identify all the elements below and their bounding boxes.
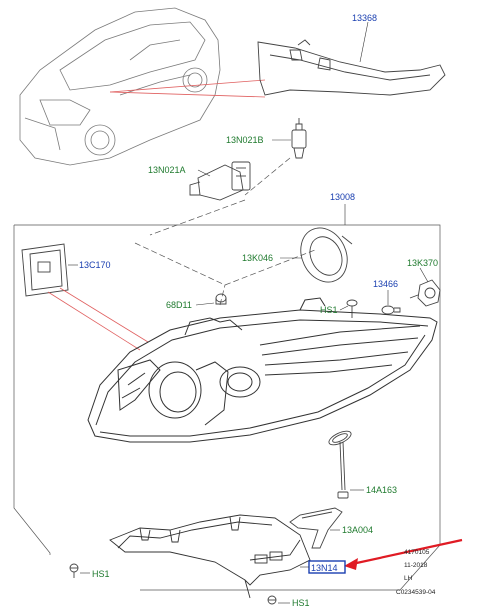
- callout-13C170[interactable]: 13C170: [79, 260, 111, 270]
- part-13C170-module[interactable]: [21, 243, 69, 297]
- callout-13N021B[interactable]: 13N021B: [226, 135, 264, 145]
- part-13K046-cover[interactable]: [292, 220, 356, 289]
- part-HS1-screw-left[interactable]: [69, 563, 79, 578]
- assembly-13008-outline: [13, 224, 441, 591]
- highlight-arrow: [344, 538, 463, 570]
- callout-13A004[interactable]: 13A004: [342, 525, 373, 535]
- callout-HS1-left[interactable]: HS1: [92, 569, 110, 579]
- assembly-leader-lines: [134, 157, 316, 306]
- callout-HS1-upper[interactable]: HS1: [320, 305, 338, 315]
- part-13N14x-tray[interactable]: [109, 514, 311, 599]
- callout-13K046[interactable]: 13K046: [242, 253, 273, 263]
- meta-side: LH: [404, 575, 413, 582]
- meta-date: 11-2018: [404, 562, 428, 569]
- part-68D11-plug[interactable]: [215, 293, 227, 305]
- callout-13368[interactable]: 13368: [352, 13, 377, 23]
- part-14A163-rod[interactable]: [327, 428, 353, 499]
- module-location-lines: [47, 287, 149, 351]
- meta-ref-number: 4170105: [404, 549, 430, 556]
- part-13A004-bracket[interactable]: [289, 507, 343, 549]
- callout-HS1-bottom[interactable]: HS1: [292, 598, 310, 607]
- part-13368-strip[interactable]: [257, 39, 446, 96]
- meta-doc-id: C0234539-04: [396, 589, 436, 596]
- callout-68D11[interactable]: 68D11: [166, 300, 192, 310]
- callout-13466[interactable]: 13466: [373, 279, 398, 289]
- callout-13K370[interactable]: 13K370: [407, 258, 438, 268]
- callout-14A163[interactable]: 14A163: [366, 485, 397, 495]
- part-13N021B-bulb[interactable]: [291, 118, 307, 159]
- part-13N021A-socket[interactable]: [189, 161, 251, 201]
- part-13K370-socket[interactable]: [409, 279, 441, 307]
- part-HS1-screw-bottom[interactable]: [267, 595, 277, 605]
- callout-13N021A[interactable]: 13N021A: [148, 165, 186, 175]
- vehicle-illustration: [19, 7, 221, 166]
- callout-13008[interactable]: 13008: [330, 192, 355, 202]
- part-13466-bulb[interactable]: [381, 305, 401, 315]
- part-13008-headlamp[interactable]: [87, 297, 438, 443]
- vehicle-headlamp-location: [109, 79, 266, 98]
- part-HS1-screw-upper[interactable]: [346, 299, 358, 318]
- callout-13N14x[interactable]: 13N14: [311, 563, 338, 573]
